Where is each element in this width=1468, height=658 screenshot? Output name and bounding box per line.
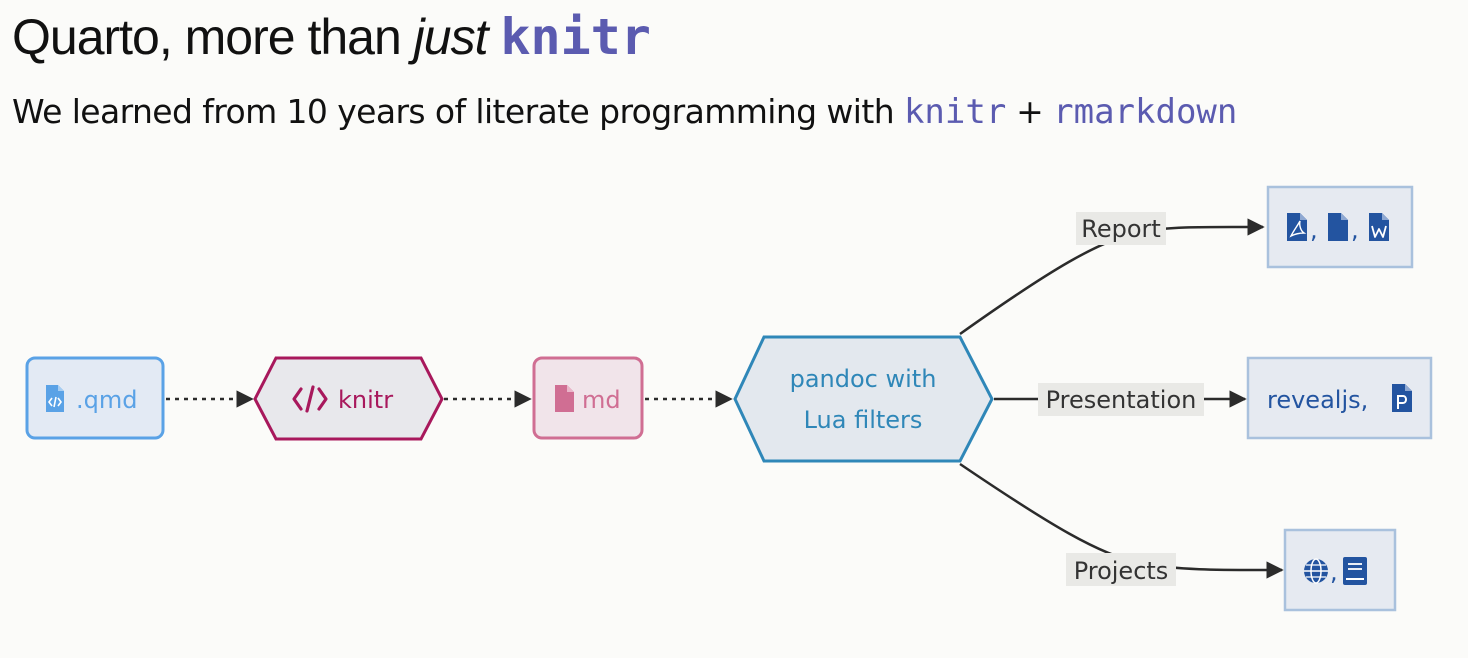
report-sep1: , — [1310, 216, 1318, 244]
node-projects: , — [1283, 528, 1397, 612]
edge-label-presentation: Presentation — [1046, 386, 1197, 414]
subtitle-text: We learned from 10 years of literate pro… — [12, 92, 904, 131]
node-qmd-label: .qmd — [76, 386, 137, 414]
page-subtitle: We learned from 10 years of literate pro… — [12, 92, 1237, 132]
node-report: , , — [1266, 185, 1414, 269]
file-word-icon — [1369, 213, 1389, 241]
report-sep2: , — [1351, 216, 1359, 244]
globe-icon — [1304, 558, 1328, 584]
node-pandoc-line1: pandoc with — [790, 365, 937, 393]
edge-label-bg-report — [1076, 212, 1166, 245]
node-knitr-label: knitr — [338, 386, 393, 414]
edge-label-bg-presentation — [1038, 383, 1204, 416]
edge-label-bg-projects — [1066, 553, 1176, 586]
title-prefix: Quarto, more than — [12, 9, 414, 65]
node-qmd: .qmd — [25, 356, 165, 440]
book-icon — [1343, 557, 1367, 585]
file-code-icon — [46, 385, 64, 412]
node-md: md — [532, 356, 644, 440]
subtitle-code-knitr: knitr — [903, 92, 1007, 132]
file-powerpoint-icon — [1392, 384, 1412, 412]
subtitle-code-rmarkdown: rmarkdown — [1053, 92, 1238, 132]
node-presentation-label: revealjs, — [1267, 386, 1368, 414]
edge-label-projects: Projects — [1074, 557, 1169, 585]
node-pandoc: pandoc with Lua filters — [733, 335, 994, 463]
projects-sep: , — [1330, 558, 1338, 586]
file-icon — [555, 385, 574, 412]
subtitle-plus: + — [1006, 92, 1054, 131]
file-icon — [1328, 213, 1348, 241]
page-title: Quarto, more than just knitr — [12, 8, 651, 66]
title-code: knitr — [500, 8, 651, 66]
node-pandoc-line2: Lua filters — [804, 406, 923, 434]
title-emphasis: just — [413, 9, 489, 65]
node-presentation: revealjs, — [1246, 356, 1433, 440]
node-knitr: knitr — [253, 356, 444, 441]
node-md-label: md — [582, 386, 621, 414]
edge-label-report: Report — [1081, 215, 1161, 243]
code-icon — [292, 385, 328, 413]
file-pdf-icon — [1287, 213, 1307, 241]
